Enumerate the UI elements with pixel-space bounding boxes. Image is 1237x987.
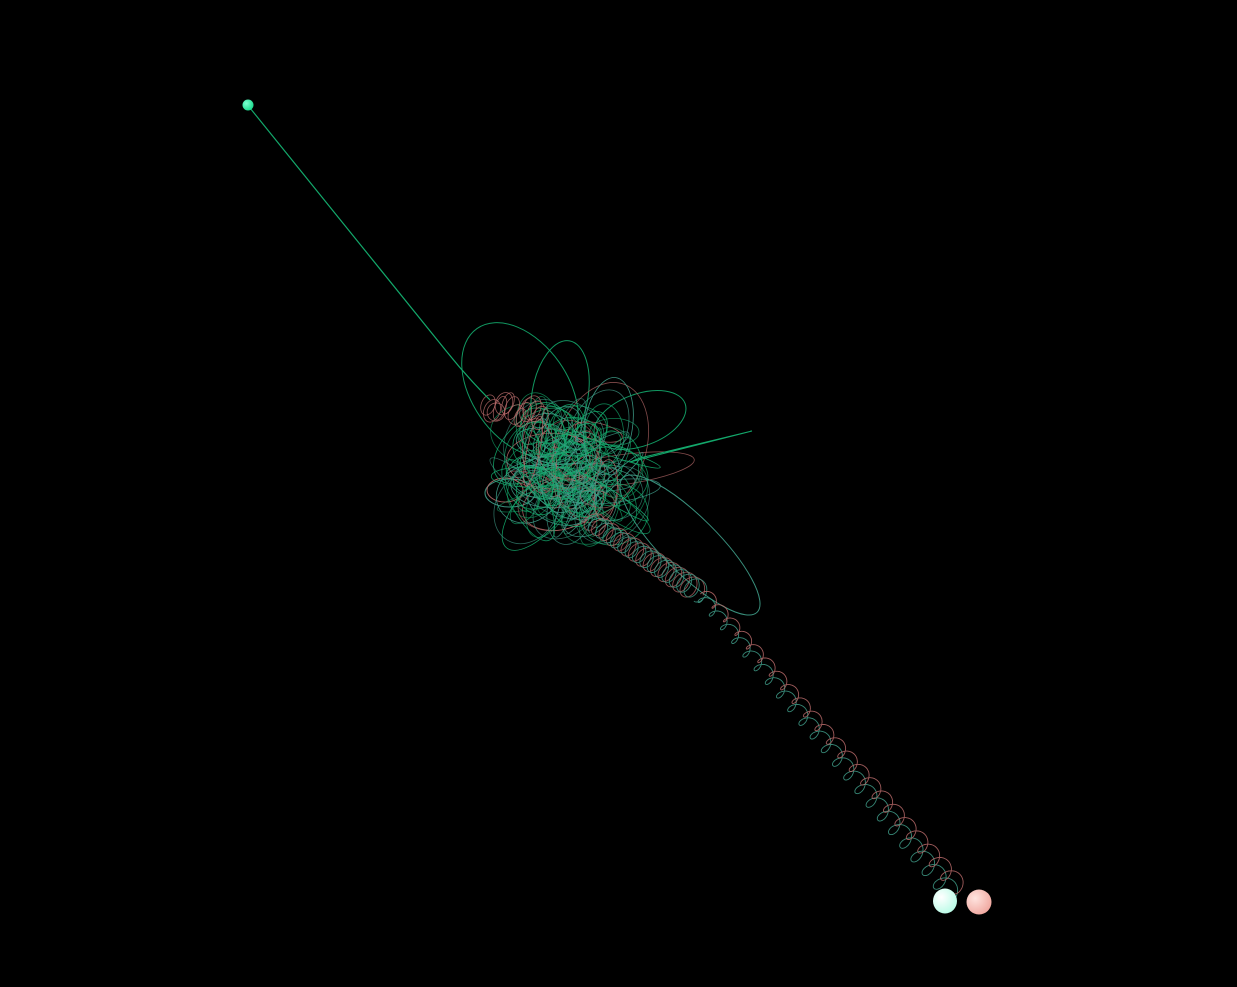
orbit-loop	[579, 489, 615, 509]
orbit-loop	[558, 446, 607, 476]
orbit-loop	[565, 466, 649, 522]
orbit-loop	[551, 497, 590, 527]
orbit-loop	[526, 422, 568, 458]
helix-trail	[700, 590, 964, 895]
orbit-loop	[574, 465, 651, 544]
cyan-body[interactable]	[933, 888, 957, 914]
orbit-loop	[519, 397, 537, 422]
pink-body[interactable]	[966, 889, 992, 915]
orbit-loop	[528, 440, 585, 503]
orbit-loop	[501, 459, 556, 542]
orbit-loop	[461, 322, 579, 458]
orbit-loop	[515, 402, 533, 428]
trail-tangle	[461, 322, 761, 616]
orbit-loop	[553, 442, 585, 478]
orbit-loop	[576, 436, 631, 515]
trail-helix	[583, 513, 964, 899]
orbit-loop	[517, 465, 577, 494]
orbit-loop	[587, 489, 607, 511]
orbit-loop	[583, 377, 634, 475]
orbit-loop	[537, 440, 561, 500]
orbit-loop	[589, 417, 640, 446]
orbit-loop	[516, 471, 560, 516]
orbit-loop	[483, 399, 501, 423]
orbit-loop	[501, 466, 577, 551]
orbit-loop	[559, 449, 601, 477]
orbit-loop	[523, 415, 544, 487]
orbit-loop	[494, 392, 514, 416]
green-body[interactable]	[242, 99, 254, 111]
orbit-loop	[507, 404, 525, 425]
orbit-loop	[560, 487, 600, 514]
orbit-loop	[518, 429, 539, 445]
orbit-loop	[547, 430, 610, 493]
orbit-loop	[522, 395, 542, 421]
helix-trail	[697, 597, 959, 899]
orbit-loop	[527, 400, 545, 422]
orbit-loop	[490, 466, 565, 488]
spike-trajectory	[629, 430, 753, 463]
orbit-loop	[571, 423, 598, 446]
orbit-loop	[553, 468, 586, 538]
orbit-loop	[493, 470, 561, 545]
orbit-loop	[495, 465, 559, 524]
orbit-loop	[562, 451, 623, 522]
orbit-loop	[486, 402, 506, 422]
orbit-loop	[586, 427, 602, 488]
helix-trail	[587, 517, 708, 603]
escape-trajectory-line	[249, 107, 491, 401]
orbit-loop	[531, 405, 549, 430]
